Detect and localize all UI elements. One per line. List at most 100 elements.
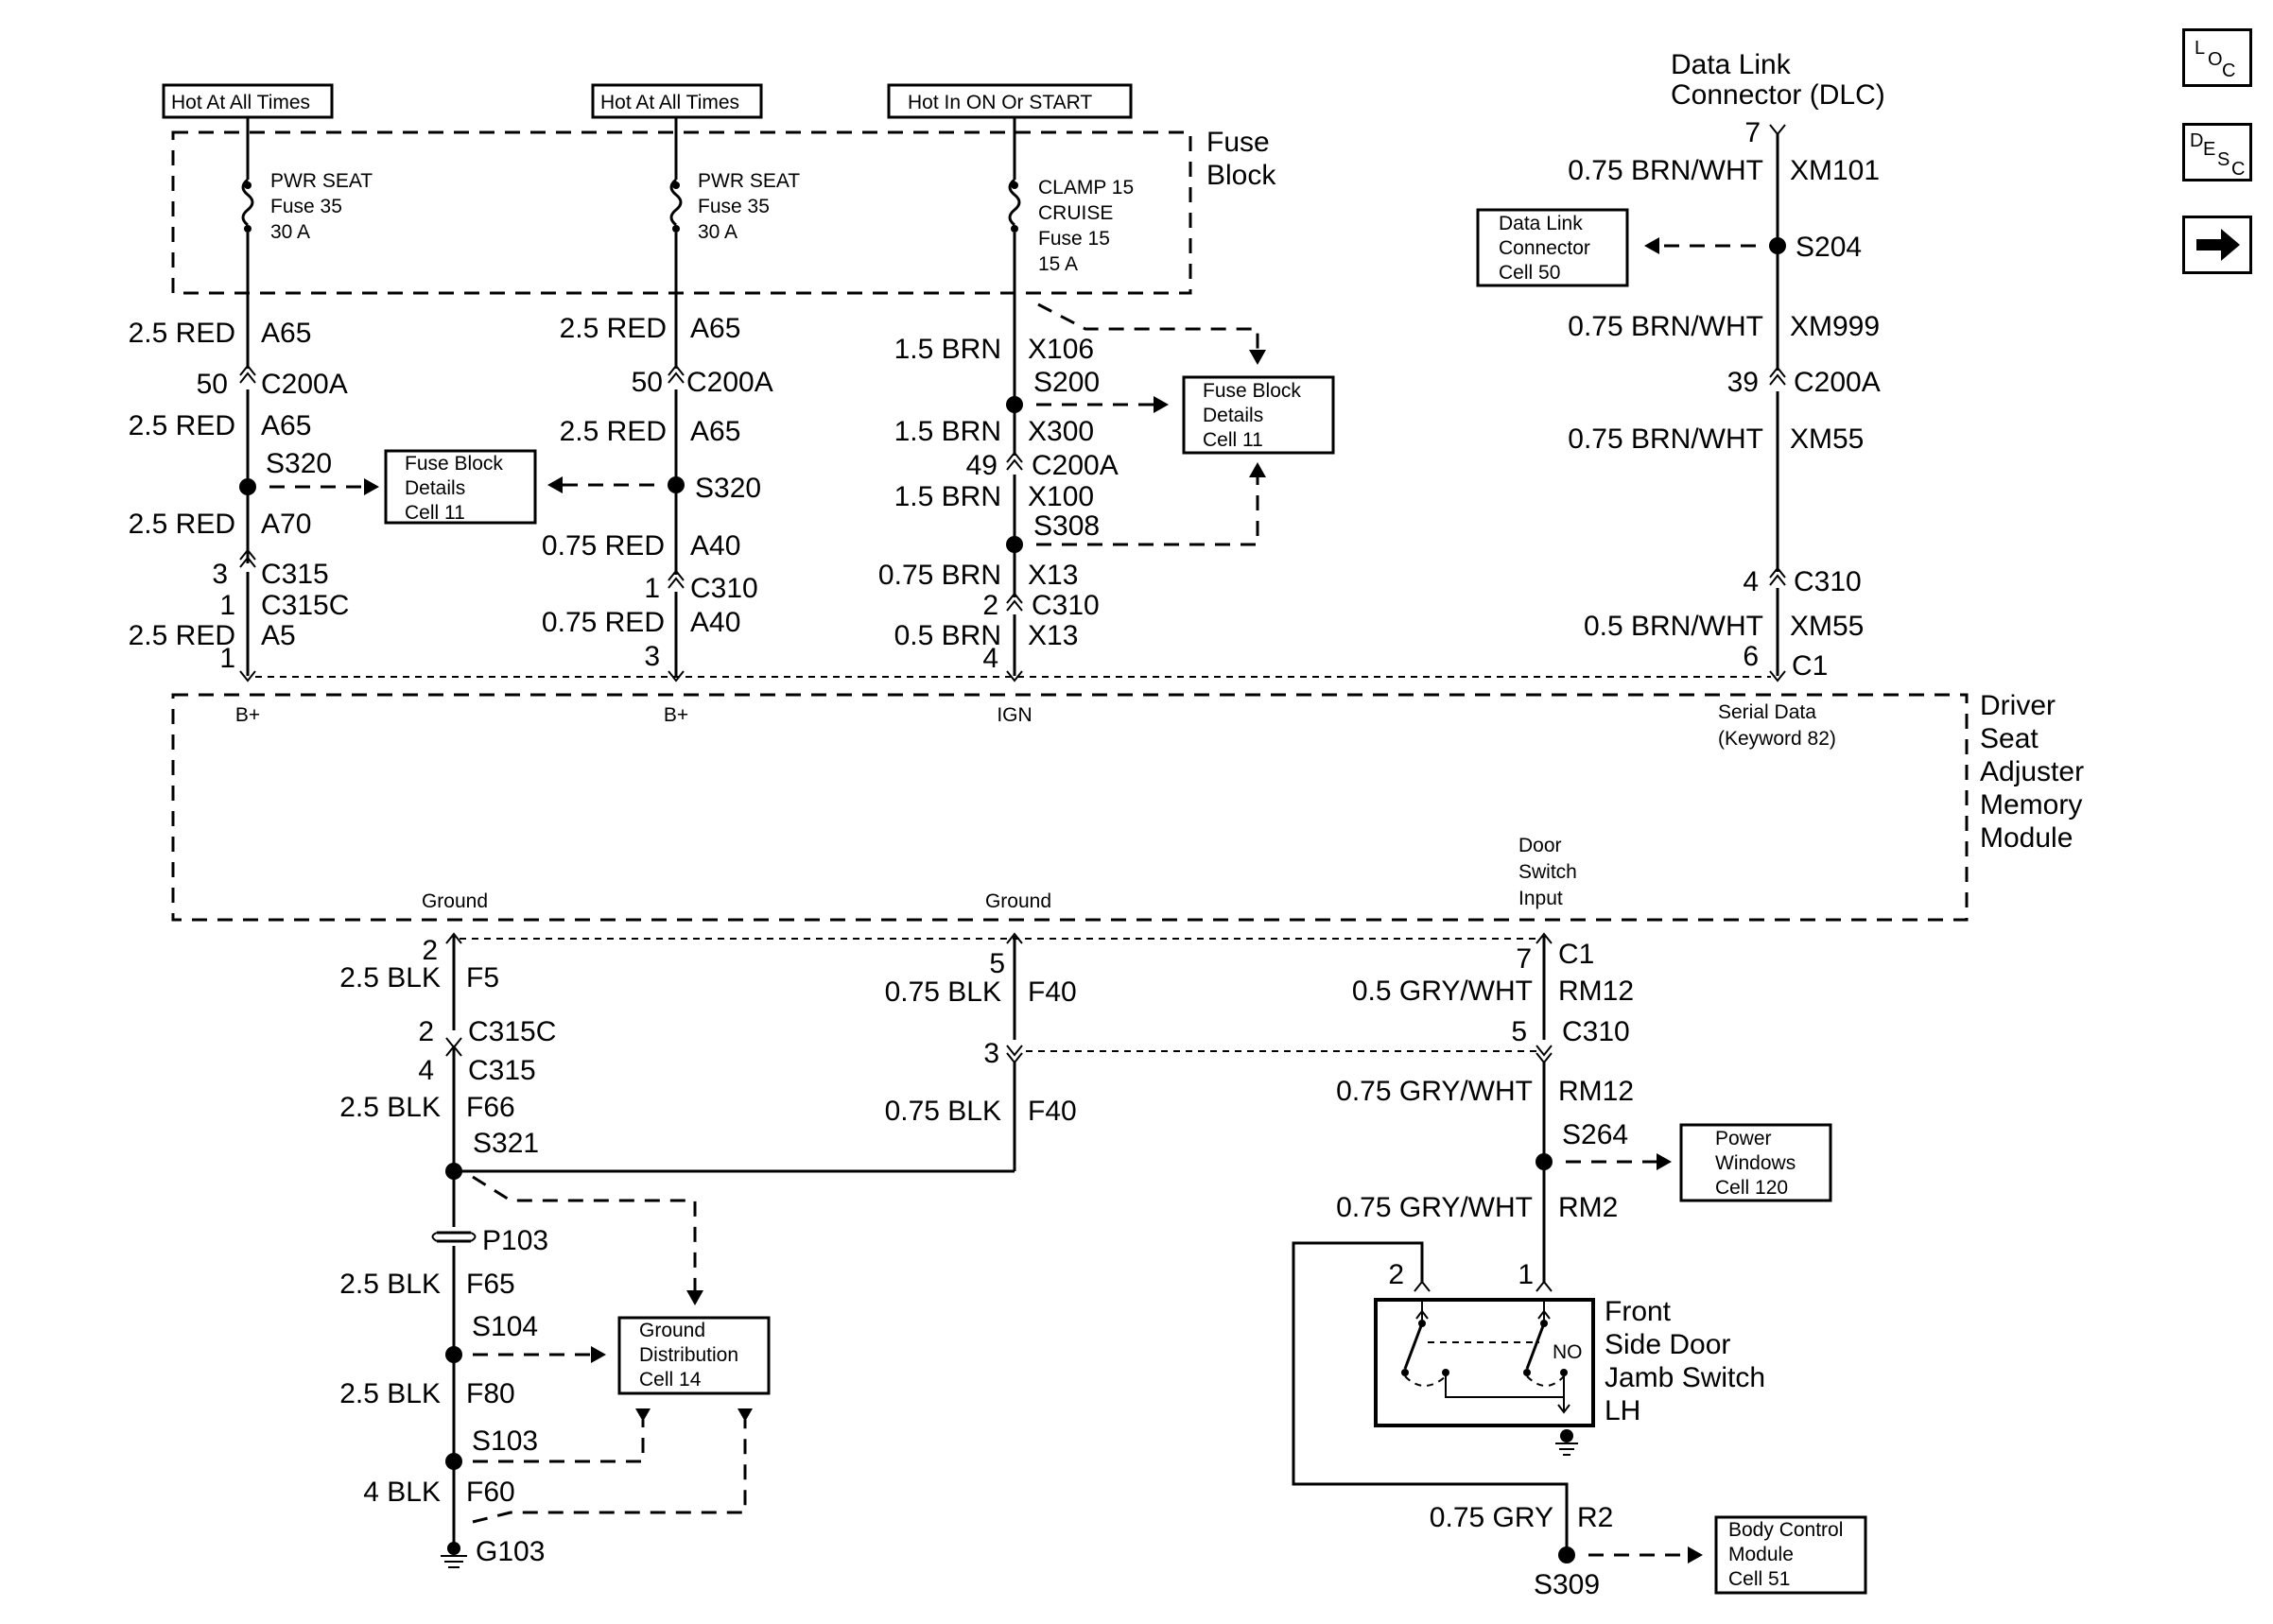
svg-text:Ground: Ground <box>639 1320 705 1341</box>
svg-text:Jamb Switch: Jamb Switch <box>1605 1362 1765 1393</box>
location-icon-l: L <box>2195 38 2206 59</box>
svg-text:XM101: XM101 <box>1790 155 1880 186</box>
svg-text:S308: S308 <box>1033 510 1100 542</box>
door-switch-circuit: 7 C1 0.5 GRY/WHT RM12 5 C310 0.75 GRY/WH… <box>1292 932 1765 1600</box>
svg-text:C310: C310 <box>1562 1016 1630 1047</box>
svg-text:S103: S103 <box>472 1425 538 1457</box>
svg-text:Hot In ON Or START: Hot In ON Or START <box>908 92 1092 113</box>
svg-text:Switch: Switch <box>1518 861 1577 883</box>
description-icon-d: D <box>2190 130 2204 151</box>
svg-text:Connector (DLC): Connector (DLC) <box>1671 79 1885 111</box>
svg-text:1.5 BRN: 1.5 BRN <box>894 416 1001 447</box>
svg-text:X13: X13 <box>1028 620 1078 651</box>
svg-text:C200A: C200A <box>1032 450 1119 481</box>
svg-text:2.5 BLK: 2.5 BLK <box>339 1092 441 1123</box>
power-label-3: Hot In ON Or START <box>887 83 1133 119</box>
svg-text:S264: S264 <box>1562 1119 1628 1150</box>
svg-text:4: 4 <box>982 643 998 674</box>
svg-text:CRUISE: CRUISE <box>1038 202 1113 224</box>
power-label-2: Hot At All Times <box>591 83 763 119</box>
svg-text:2.5 RED: 2.5 RED <box>129 509 235 540</box>
svg-text:C1: C1 <box>1792 650 1828 682</box>
svg-text:Hot At All Times: Hot At All Times <box>171 92 310 113</box>
svg-text:0.75 RED: 0.75 RED <box>542 530 665 561</box>
svg-text:B+: B+ <box>664 704 688 726</box>
svg-text:0.5 BRN: 0.5 BRN <box>894 620 1001 651</box>
power-label-1: Hot At All Times <box>162 83 334 119</box>
svg-text:XM55: XM55 <box>1790 611 1864 642</box>
svg-text:Cell 51: Cell 51 <box>1728 1568 1790 1590</box>
svg-text:Cell 120: Cell 120 <box>1715 1177 1788 1199</box>
svg-text:2.5 RED: 2.5 RED <box>129 410 235 441</box>
circuit-column-4: Data Link Connector (DLC) 7 0.75 BRN/WHT… <box>1568 49 1884 750</box>
svg-text:2: 2 <box>418 1016 434 1047</box>
svg-text:0.75 GRY/WHT: 0.75 GRY/WHT <box>1336 1192 1533 1223</box>
svg-text:PWR SEAT: PWR SEAT <box>698 170 800 192</box>
fuse-block-outline <box>171 130 1192 295</box>
svg-text:X106: X106 <box>1028 334 1094 365</box>
data-link-connector-link[interactable]: Data Link Connector Cell 50 <box>1476 208 1629 287</box>
svg-text:2.5 RED: 2.5 RED <box>560 313 667 344</box>
ground-distribution-link[interactable]: Ground Distribution Cell 14 <box>617 1316 771 1395</box>
svg-text:1.5 BRN: 1.5 BRN <box>894 481 1001 512</box>
svg-text:0.75 BLK: 0.75 BLK <box>885 1096 1001 1127</box>
svg-text:Data Link: Data Link <box>1671 49 1792 80</box>
svg-text:5: 5 <box>1511 1016 1527 1047</box>
svg-text:A40: A40 <box>690 530 740 561</box>
fuse-block-details-link-1[interactable]: Fuse Block Details Cell 11 <box>384 449 537 525</box>
svg-text:A70: A70 <box>261 509 311 540</box>
svg-text:Serial Data: Serial Data <box>1718 701 1816 723</box>
svg-text:2.5 RED: 2.5 RED <box>129 620 235 651</box>
svg-text:F40: F40 <box>1028 976 1077 1008</box>
svg-text:1: 1 <box>1518 1259 1534 1290</box>
svg-text:F66: F66 <box>466 1092 515 1123</box>
svg-text:Front: Front <box>1605 1296 1672 1327</box>
svg-text:C310: C310 <box>690 573 758 604</box>
svg-text:Data Link: Data Link <box>1499 213 1583 234</box>
svg-text:0.75 BRN: 0.75 BRN <box>878 560 1001 591</box>
svg-text:S309: S309 <box>1534 1569 1600 1600</box>
location-button[interactable]: L O C <box>2182 28 2252 87</box>
description-icon-s: S <box>2217 149 2230 170</box>
svg-text:Cell 50: Cell 50 <box>1499 262 1560 284</box>
svg-text:LH: LH <box>1605 1395 1640 1426</box>
svg-text:S320: S320 <box>266 448 332 479</box>
splice-dot <box>239 478 256 495</box>
svg-text:49: 49 <box>966 450 998 481</box>
door-jamb-switch <box>1374 1298 1595 1427</box>
svg-text:50: 50 <box>632 367 663 398</box>
svg-text:Ground: Ground <box>985 890 1051 912</box>
svg-text:2.5 BLK: 2.5 BLK <box>339 1378 441 1409</box>
svg-text:0.75 BRN/WHT: 0.75 BRN/WHT <box>1568 311 1763 342</box>
svg-text:5: 5 <box>989 948 1005 979</box>
power-windows-link[interactable]: Power Windows Cell 120 <box>1679 1123 1832 1202</box>
svg-text:Cell 11: Cell 11 <box>1203 429 1263 451</box>
description-icon-c: C <box>2231 159 2246 180</box>
svg-text:S204: S204 <box>1796 232 1862 263</box>
svg-text:3: 3 <box>644 641 660 672</box>
svg-text:CLAMP 15: CLAMP 15 <box>1038 177 1134 199</box>
next-page-button[interactable] <box>2182 216 2252 274</box>
svg-text:0.5 GRY/WHT: 0.5 GRY/WHT <box>1352 976 1533 1007</box>
svg-text:A65: A65 <box>690 313 740 344</box>
svg-text:X13: X13 <box>1028 560 1078 591</box>
svg-text:1.5 BRN: 1.5 BRN <box>894 334 1001 365</box>
svg-text:S200: S200 <box>1033 367 1100 398</box>
circuit-column-1: PWR SEAT Fuse 35 30 A 2.5 RED A65 50 C20… <box>129 117 379 726</box>
svg-text:Fuse 35: Fuse 35 <box>698 196 770 217</box>
svg-text:F60: F60 <box>466 1477 515 1508</box>
description-button[interactable]: D E S C <box>2182 123 2252 181</box>
svg-text:4: 4 <box>418 1055 434 1086</box>
svg-text:0.75 BRN/WHT: 0.75 BRN/WHT <box>1568 155 1763 186</box>
svg-text:Driver: Driver <box>1980 690 2056 721</box>
fuse-block-details-link-2[interactable]: Fuse Block Details Cell 11 <box>1182 375 1335 455</box>
svg-text:0.75 BRN/WHT: 0.75 BRN/WHT <box>1568 423 1763 455</box>
connector-icon <box>239 364 256 384</box>
body-control-module-link[interactable]: Body Control Module Cell 51 <box>1714 1515 1867 1595</box>
svg-text:Cell 11: Cell 11 <box>405 502 465 524</box>
location-icon-c: C <box>2222 60 2236 81</box>
svg-text:A65: A65 <box>690 416 740 447</box>
svg-text:2.5 RED: 2.5 RED <box>129 318 235 349</box>
svg-text:50: 50 <box>197 369 228 400</box>
